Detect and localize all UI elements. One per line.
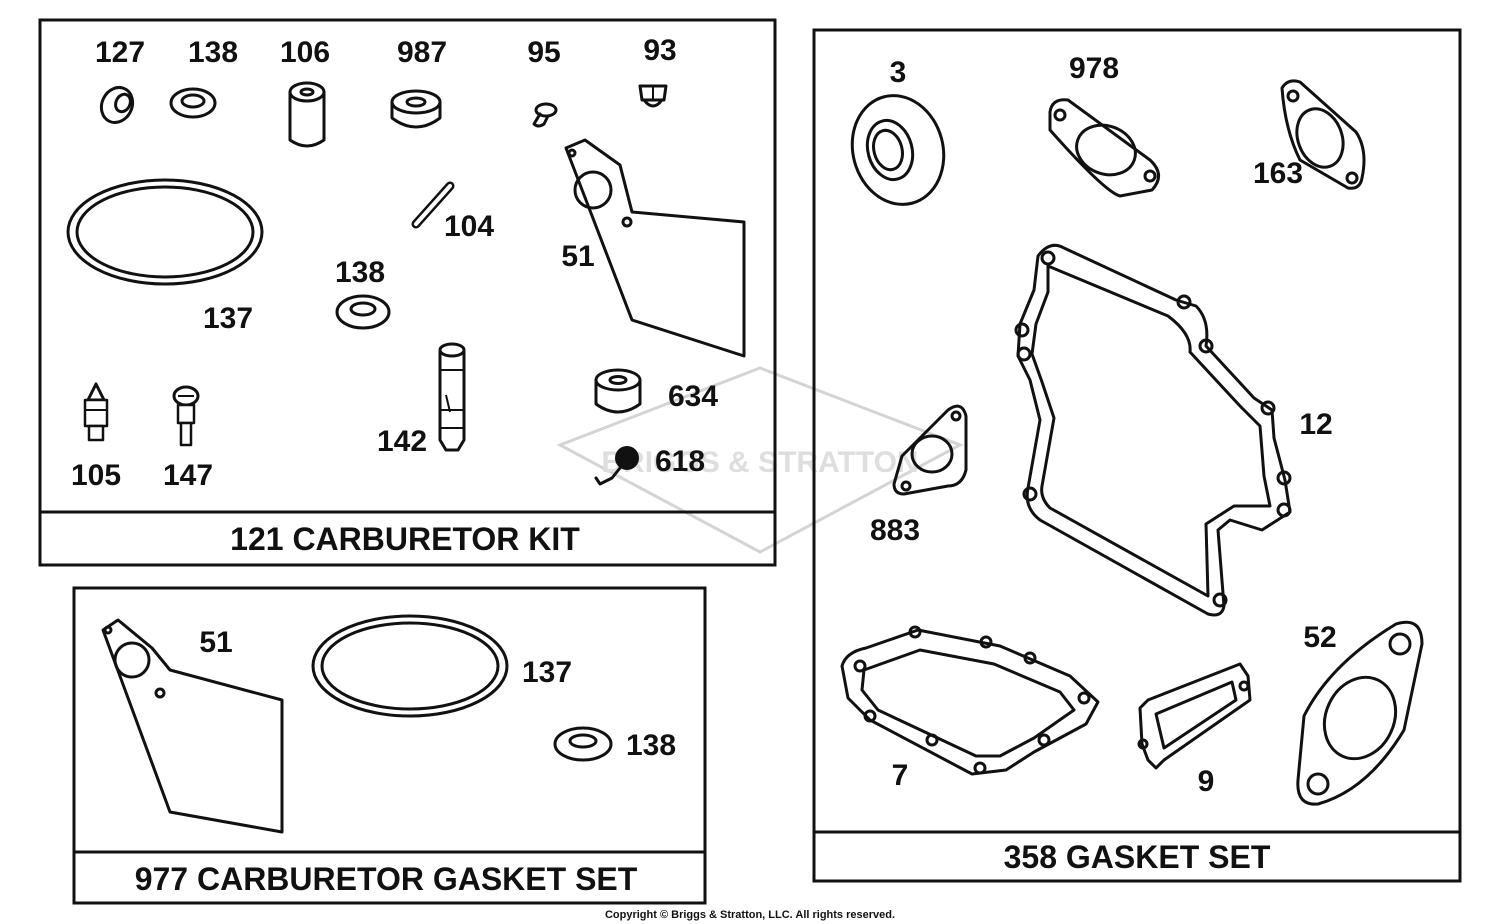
- part-number: 634: [668, 380, 718, 413]
- carburetor-gasket-set-title: 977 CARBURETOR GASKET SET: [135, 861, 638, 897]
- part-number: 52: [1303, 621, 1336, 654]
- part-number: 883: [870, 514, 920, 547]
- part-number: 9: [1198, 765, 1215, 798]
- part-9-drawing: [1137, 662, 1252, 770]
- part-127-drawing: [99, 85, 135, 125]
- part-number: 163: [1253, 157, 1303, 190]
- part-number: 12: [1299, 408, 1332, 441]
- part-138-drawing: [169, 87, 217, 119]
- copyright-notice: Copyright © Briggs & Stratton, LLC. All …: [605, 909, 895, 921]
- part-number: 142: [377, 425, 427, 458]
- carburetor-kit-title: 121 CARBURETOR KIT: [230, 521, 580, 557]
- part-number: 95: [527, 36, 560, 69]
- gasket-set-title: 358 GASKET SET: [1004, 839, 1271, 875]
- brand-watermark: BRIGGS & STRATTON: [556, 366, 964, 554]
- part-106-drawing: [288, 81, 326, 148]
- part-number: 138: [335, 256, 385, 289]
- part-number: 618: [655, 445, 705, 478]
- part-number: 106: [280, 36, 330, 69]
- part-137-drawing: [66, 178, 264, 286]
- part-number: 104: [444, 210, 494, 243]
- gasket-set-panel: 358 GASKET SET: [812, 28, 1462, 883]
- part-163-drawing: [1280, 79, 1366, 190]
- part-number: 105: [71, 459, 121, 492]
- part-142-drawing: [438, 342, 466, 452]
- part-634-drawing: [594, 368, 642, 414]
- part-147-drawing: [172, 385, 200, 447]
- part-51-drawing: [564, 138, 746, 358]
- part-number: 147: [163, 459, 213, 492]
- carburetor-gasket-set-panel: 977 CARBURETOR GASKET SET 51 137 138: [72, 586, 707, 905]
- carburetor-kit-panel: 121 CARBURETOR KIT: [38, 18, 777, 567]
- part-978-drawing: [1048, 98, 1160, 198]
- part-618-drawing: [594, 446, 639, 486]
- part-95-drawing: [532, 102, 558, 128]
- part-number: 51: [561, 240, 594, 273]
- part-51-drawing: [101, 618, 284, 834]
- part-137-drawing: [311, 614, 509, 718]
- part-number: 138: [626, 729, 676, 762]
- part-987-drawing: [390, 89, 442, 129]
- part-138-drawing: [553, 726, 613, 762]
- part-number: 51: [199, 626, 232, 659]
- part-104-drawing: [411, 181, 455, 229]
- part-3-drawing: [850, 94, 946, 206]
- part-number: 987: [397, 36, 447, 69]
- part-7-drawing: [840, 625, 1100, 776]
- part-number: 127: [95, 36, 145, 69]
- part-105-drawing: [83, 382, 109, 442]
- watermark-text: BRIGGS & STRATTON: [601, 446, 918, 479]
- part-number: 137: [203, 302, 253, 335]
- part-number: 138: [188, 36, 238, 69]
- part-number: 3: [890, 56, 907, 89]
- part-93-drawing: [638, 84, 668, 108]
- part-883-drawing: [892, 404, 968, 496]
- part-number: 7: [892, 759, 909, 792]
- part-12-drawing: [1014, 243, 1292, 617]
- part-52-drawing: [1296, 620, 1424, 806]
- part-number: 93: [643, 34, 676, 67]
- part-number: 137: [522, 656, 572, 689]
- part-138b-drawing: [335, 294, 391, 330]
- part-number: 978: [1069, 52, 1119, 85]
